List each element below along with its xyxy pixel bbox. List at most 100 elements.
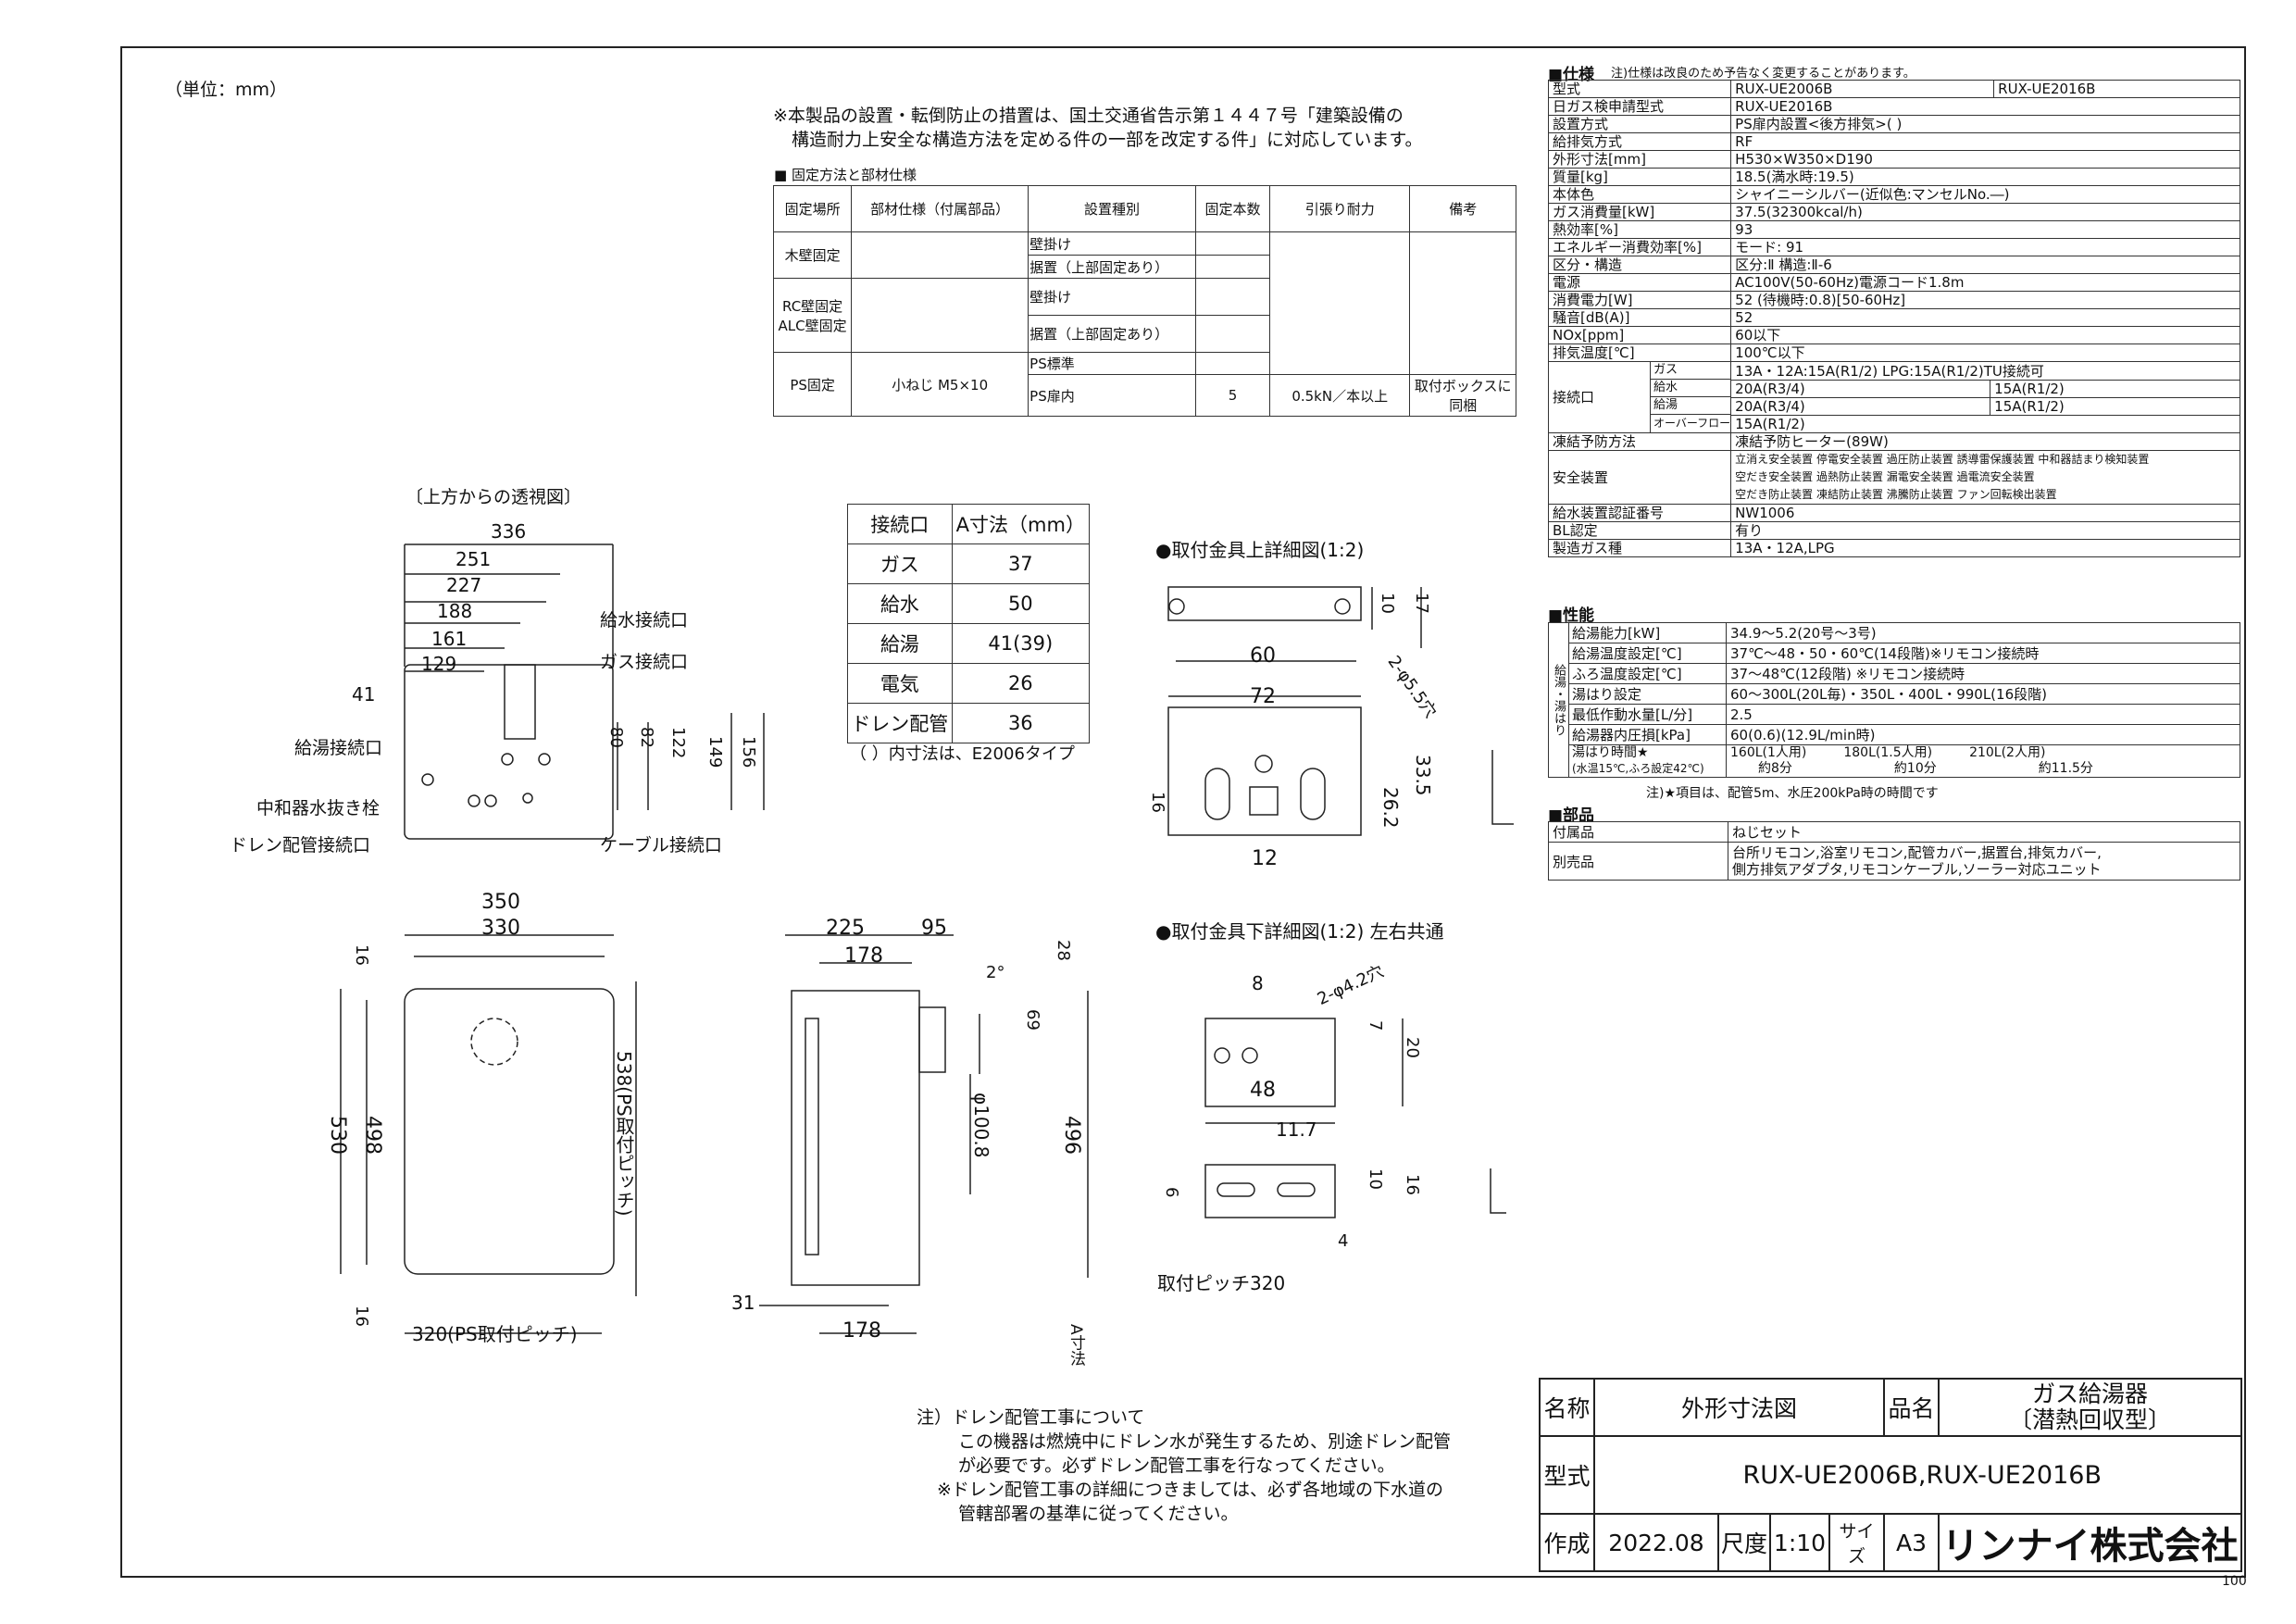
drawing-name: 外形寸法図 bbox=[1593, 1378, 1885, 1437]
safety-line: 立消え安全装置 停電安全装置 過圧防止装置 誘導雷保護装置 中和器詰まり検知装置 bbox=[1735, 453, 2150, 466]
fix-type: 据置（上部固定あり） bbox=[1028, 315, 1196, 353]
callout-hot-water: 給湯接続口 bbox=[294, 738, 383, 758]
fix-type: 壁掛け bbox=[1028, 278, 1196, 316]
a-row-key: ガス bbox=[847, 543, 953, 584]
dim-label: 20 bbox=[1403, 1037, 1422, 1058]
dim-label: 17 bbox=[1412, 593, 1431, 614]
drain-note-line: 注）ドレン配管工事について bbox=[917, 1407, 1145, 1428]
dim-label: 498 bbox=[361, 1116, 384, 1155]
dim-label: 69 bbox=[1023, 1009, 1042, 1031]
dim-label: 80 bbox=[606, 727, 626, 748]
fix-count: 5 bbox=[1194, 374, 1271, 417]
drain-note-line: この機器は燃焼中にドレン水が発生するため、別途ドレン配管 bbox=[958, 1431, 1452, 1452]
dim-label: 2° bbox=[986, 963, 1005, 982]
dim-label: 16 bbox=[1403, 1174, 1422, 1195]
dim-label: 336 bbox=[491, 520, 527, 543]
perf-key: 給湯器内圧損[kPa] bbox=[1568, 724, 1727, 745]
dim-label: 149 bbox=[705, 736, 725, 768]
safety-line: 空だき安全装置 過熱防止装置 漏電安全装置 過電流安全装置 bbox=[1735, 470, 2035, 483]
dim-label: 95 bbox=[921, 917, 947, 940]
fix-table-caption: ■ 固定方法と部材仕様 bbox=[774, 167, 917, 183]
a-row-key: ドレン配管 bbox=[847, 703, 953, 743]
drain-note-line: 管轄部署の基準に従ってください。 bbox=[958, 1504, 1239, 1524]
drain-note-line: が必要です。必ずドレン配管工事を行なってください。 bbox=[958, 1455, 1395, 1476]
connect-val: 15A(R1/2) bbox=[1735, 415, 1805, 432]
connect-val: 20A(R3/4) bbox=[1731, 397, 1991, 415]
callout-gas: ガス接続口 bbox=[600, 652, 689, 672]
callout-neutralizer-drain: 中和器水抜き栓 bbox=[256, 798, 381, 818]
callout-drain-pipe: ドレン配管接続口 bbox=[230, 835, 371, 856]
spec-val: AC100V(50-60Hz)電源コード1.8m bbox=[1730, 273, 2240, 292]
callout-cable: ケーブル接続口 bbox=[600, 835, 722, 856]
dim-label: φ100.8 bbox=[970, 1093, 992, 1158]
model-label: 型式 bbox=[1539, 1435, 1595, 1515]
spec-safety-label: 安全装置 bbox=[1547, 450, 1732, 505]
perf-key: 最低作動水量[L/分] bbox=[1568, 704, 1727, 725]
fix-note: 取付ボックスに同梱 bbox=[1409, 374, 1516, 417]
parts-title: ■部品 bbox=[1548, 806, 1595, 825]
dim-label: 188 bbox=[437, 600, 473, 622]
date-value: 2022.08 bbox=[1593, 1513, 1719, 1572]
dim-label: 26.2 bbox=[1379, 787, 1402, 829]
drain-note: 注）ドレン配管工事について この機器は燃焼中にドレン水が発生するため、別途ドレン… bbox=[917, 1405, 1451, 1526]
fix-table: 固定場所 部材仕様（付属部品） 設置種別 固定本数 引張り耐力 備考 木壁固定壁… bbox=[772, 185, 1516, 417]
dim-label: 12 bbox=[1252, 847, 1278, 870]
dim-label: A寸法 bbox=[1067, 1324, 1085, 1367]
dim-label: 496 bbox=[1060, 1116, 1083, 1155]
dim-label: 11.7 bbox=[1276, 1118, 1317, 1141]
dim-label: 227 bbox=[446, 574, 482, 596]
dim-label: 538(PS取付ピッチ) bbox=[613, 1051, 635, 1217]
title-block: 名称 外形寸法図 品名 ガス給湯器〔潜熱回収型〕 型式 RUX-UE2006B,… bbox=[1539, 1378, 2242, 1572]
product-subname: 〔潜熱回収型〕 bbox=[2008, 1406, 2171, 1433]
dim-label: 8 bbox=[1252, 972, 1264, 994]
a-row-key: 給水 bbox=[847, 583, 953, 624]
fill-time-volume: 160L(1人用) bbox=[1730, 745, 1807, 760]
dim-label: 16 bbox=[352, 944, 371, 966]
connect-key: オーバーフロー bbox=[1653, 417, 1731, 430]
spec-val: 52 (待機時:0.8)[50-60Hz] bbox=[1730, 291, 2240, 309]
parts-key: 別売品 bbox=[1548, 842, 1728, 881]
front-view bbox=[340, 934, 637, 1334]
spec-val: 13A・12A,LPG bbox=[1730, 539, 2240, 557]
fix-strength: 0.5kN／本以上 bbox=[1268, 374, 1411, 417]
perf-key: 給湯温度設定[℃] bbox=[1568, 643, 1727, 664]
perf-key: ふろ温度設定[℃] bbox=[1568, 663, 1727, 684]
connect-key: ガス bbox=[1651, 362, 1731, 380]
spec-key: NOx[ppm] bbox=[1547, 326, 1732, 344]
spec-val: H530×W350×D190 bbox=[1730, 150, 2240, 169]
dim-label: 178 bbox=[842, 1319, 881, 1343]
dim-label: 16 bbox=[1148, 792, 1167, 813]
fix-header-place: 固定場所 bbox=[772, 185, 853, 232]
fill-time-min: 約8分 bbox=[1758, 761, 1792, 776]
spec-key: 質量[kg] bbox=[1547, 168, 1732, 186]
spec-key: 消費電力[W] bbox=[1547, 291, 1732, 309]
dim-label: 129 bbox=[421, 653, 457, 675]
drain-note-line: ※ドレン配管工事の詳細につきましては、必ず各地域の下水道の bbox=[937, 1480, 1443, 1500]
unit-note: （単位：mm） bbox=[165, 80, 288, 100]
perf-key: 湯はり設定 bbox=[1568, 683, 1727, 705]
connect-val: 20A(R3/4) bbox=[1731, 380, 1991, 397]
perf-val: 37～48℃(12段階) ※リモコン接続時 bbox=[1726, 663, 2240, 684]
perf-table: 給湯・湯はり 給湯能力[kW]34.9～5.2(20号～3号) 給湯温度設定[℃… bbox=[1548, 622, 2240, 778]
dim-label: 161 bbox=[431, 628, 468, 650]
spec-val: RUX-UE2006B bbox=[1730, 80, 1995, 98]
connect-key: 給湯 bbox=[1651, 397, 1731, 415]
dim-label: 10 bbox=[1366, 1168, 1385, 1190]
a-row-val: 36 bbox=[951, 703, 1091, 743]
fix-type: PS扉内 bbox=[1028, 374, 1196, 417]
a-row-val: 26 bbox=[951, 663, 1091, 704]
scale-value: 1:10 bbox=[1769, 1513, 1830, 1572]
a-table-note: （ ）内寸法は、E2006タイプ bbox=[850, 744, 1075, 764]
size-value: A3 bbox=[1883, 1513, 1940, 1572]
company-name: リンナイ株式会社 bbox=[1938, 1513, 2242, 1572]
dim-label: 156 bbox=[739, 736, 758, 768]
perf-footnote: 注)★項目は、配管5m、水圧200kPa時の時間です bbox=[1646, 786, 1939, 801]
perf-val: 37℃～48・50・60℃(14段階)※リモコン接続時 bbox=[1726, 643, 2240, 664]
dim-label: 225 bbox=[826, 917, 865, 940]
spec-key: 日ガス検申請型式 bbox=[1547, 97, 1732, 116]
model-value: RUX-UE2006B,RUX-UE2016B bbox=[1593, 1435, 2242, 1515]
dim-label: 4 bbox=[1338, 1231, 1349, 1251]
dim-label: 10 bbox=[1378, 593, 1397, 614]
drawing-frame bbox=[120, 46, 2246, 1578]
